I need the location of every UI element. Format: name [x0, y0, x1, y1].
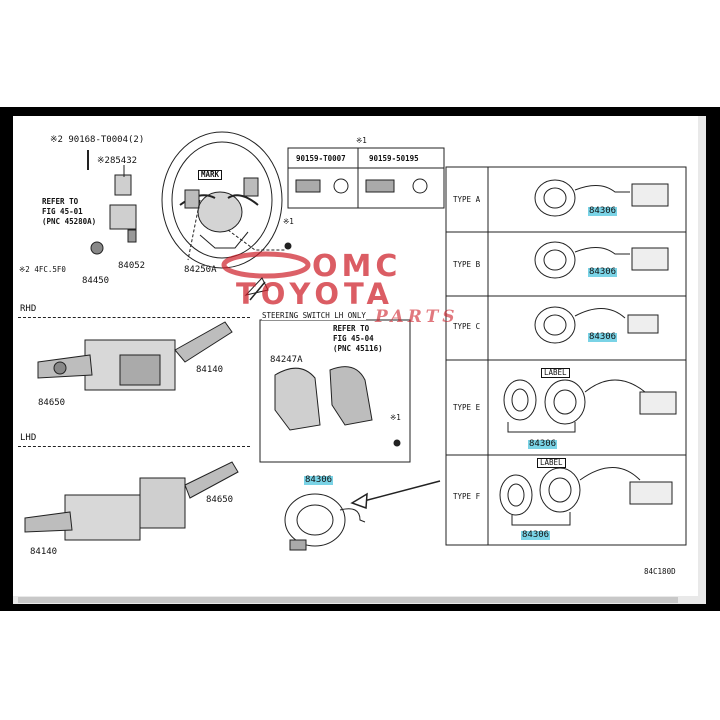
vertical-scrollbar[interactable] — [698, 116, 706, 596]
type-f-cable — [499, 467, 673, 526]
part-84140-rhd-label: 84140 — [196, 365, 224, 375]
steering-wheel-hub — [197, 191, 243, 233]
part-84247a-label: 84247A — [270, 355, 303, 365]
part-84450-label: 84450 — [82, 276, 110, 286]
type-e-label: LABEL — [541, 368, 570, 378]
type-c-name: TYPE C — [453, 322, 481, 331]
bracket-part — [114, 174, 132, 196]
watermark-ellipse — [221, 251, 311, 279]
rhd-label: RHD — [20, 304, 37, 314]
type-b-part: 84306 — [588, 267, 618, 277]
type-f-part: 84306 — [521, 530, 551, 540]
steering-wheel-rim — [161, 131, 283, 269]
part-84306-main-label: 84306 — [304, 475, 334, 485]
bolt-ref-label: ※2 90168-T0004(2) — [50, 135, 145, 145]
switch-cover — [329, 366, 373, 426]
type-b-cable — [534, 241, 669, 279]
switch-84247a — [274, 367, 321, 431]
rhd-switch-assembly — [37, 321, 233, 391]
diagram-code: 84C180D — [644, 567, 676, 576]
watermark-line3: PARTS — [375, 307, 459, 327]
part-84140-lhd-label: 84140 — [30, 547, 58, 557]
note-2-label: ※2 4FC.5F0 — [19, 265, 66, 274]
watermark-line2: TOYOTA — [236, 277, 394, 311]
screw-b-label: 90159-50195 — [369, 154, 419, 163]
refer-to-2b: FIG 45-04 — [333, 334, 374, 343]
part-84052-label: 84052 — [118, 261, 146, 271]
type-e-cable — [503, 379, 677, 433]
mark-label: MARK — [198, 170, 223, 180]
type-table — [445, 166, 687, 546]
note-1-switch: ※1 — [390, 413, 401, 422]
watermark-line1: OMC — [312, 249, 402, 284]
refer-to-1b: FIG 45-01 — [42, 207, 83, 216]
type-e-name: TYPE E — [453, 403, 481, 412]
note-1-top: ※1 — [356, 136, 367, 145]
steering-switch-title: STEERING SWITCH LH ONLY — [262, 311, 366, 320]
part-84250a-label: 84250A — [184, 265, 217, 275]
type-e-part: 84306 — [528, 439, 558, 449]
type-f-name: TYPE F — [453, 492, 481, 501]
part-84650-rhd-label: 84650 — [38, 398, 66, 408]
refer-to-1a: REFER TO — [42, 197, 79, 206]
part-84650-lhd-label: 84650 — [206, 495, 234, 505]
type-a-name: TYPE A — [453, 195, 481, 204]
lhd-divider — [18, 446, 250, 447]
screw-a-label: 90159-T0007 — [296, 154, 346, 163]
steering-switch-box — [259, 319, 411, 463]
type-a-part: 84306 — [588, 206, 618, 216]
left-spoke-switch — [184, 189, 200, 209]
lhd-switch-assembly — [24, 461, 239, 541]
type-c-cable — [534, 306, 659, 344]
refer-to-1c: (PNC 45280A) — [42, 217, 97, 226]
type-f-label: LABEL — [537, 458, 566, 468]
right-spoke-switch — [243, 177, 259, 197]
type-a-cable — [534, 179, 669, 217]
lhd-label: LHD — [20, 433, 37, 443]
type-b-name: TYPE B — [453, 260, 481, 269]
note-1-small: ※1 — [283, 217, 294, 226]
rhd-divider — [18, 317, 250, 318]
screw-box — [287, 147, 445, 209]
type-c-part: 84306 — [588, 332, 618, 342]
connector-part — [109, 204, 137, 230]
spiral-cable-main — [284, 493, 346, 547]
refer-to-2a: REFER TO — [333, 324, 370, 333]
horizontal-scroll-thumb[interactable] — [18, 597, 678, 603]
spiral-part — [90, 241, 104, 255]
refer-to-2c: (PNC 45116) — [333, 344, 383, 353]
part-285432-label: ※285432 — [97, 156, 138, 166]
